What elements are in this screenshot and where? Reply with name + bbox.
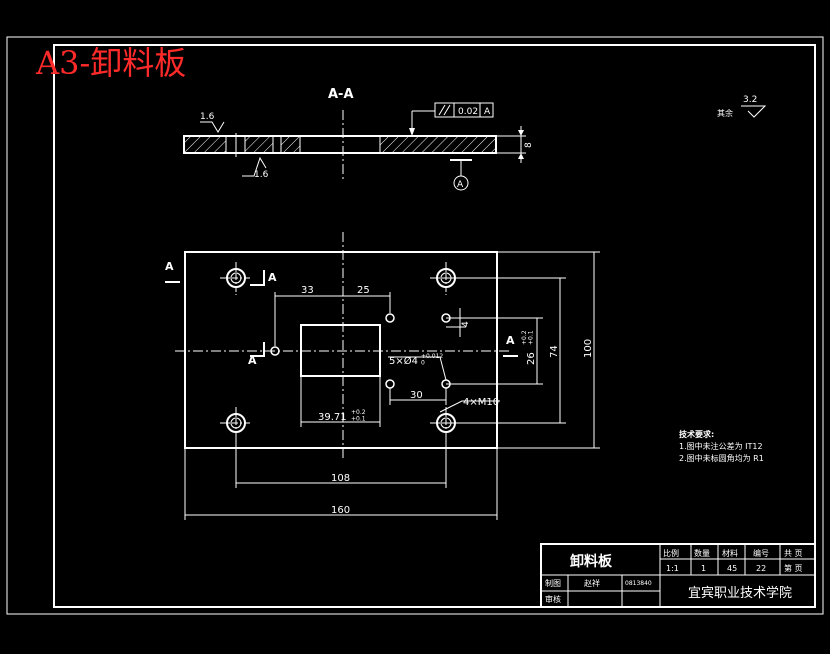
- roughness-note: 其余 3.2: [717, 95, 767, 118]
- dim-4: 4: [461, 321, 471, 327]
- section-mark-cut1: A: [268, 271, 277, 284]
- drawn-label: 制图: [545, 578, 561, 588]
- flatness-frame: [434, 102, 494, 118]
- dim-30: 30: [410, 390, 423, 401]
- roughness-symbol-icon: [741, 105, 767, 118]
- pin-hole: [270, 346, 280, 356]
- dim-thickness: 8: [524, 142, 534, 148]
- dim-25: 25: [357, 285, 370, 296]
- dim-108: 108: [331, 473, 350, 484]
- institution: 宜宾职业技术学院: [688, 585, 792, 601]
- pin-hole: [385, 313, 395, 323]
- flatness-icon: [438, 104, 446, 116]
- tb-value: 22: [756, 564, 766, 573]
- section-title: A-A: [328, 87, 354, 102]
- drawn-id: 0813840: [625, 580, 652, 587]
- tech-note-item: 1.图中未注公差为 IT12: [679, 441, 763, 451]
- tb-value: 第 页: [784, 563, 803, 573]
- flatness-datum: A: [484, 107, 491, 117]
- section-hatch-3: [281, 137, 300, 152]
- section-hatch-4: [380, 137, 495, 152]
- tb-value: 45: [727, 564, 737, 573]
- sheet-title: A3-卸料板: [35, 44, 186, 82]
- dim-holes: 5×Ø4: [389, 355, 418, 367]
- plan-view: A A A A: [165, 232, 600, 520]
- section-view: A-A: [183, 87, 534, 191]
- drawn-name: 赵祥: [584, 578, 600, 588]
- section-mark-cut2: A: [248, 354, 257, 367]
- dim-33: 33: [301, 285, 314, 296]
- section-hatch-2: [245, 137, 273, 152]
- datum-circle: [453, 175, 469, 191]
- dim-thread: 4×M10: [463, 397, 499, 408]
- section-hatch-1: [185, 137, 226, 152]
- tb-header: 共 页: [784, 549, 803, 558]
- dim-74: 74: [549, 345, 560, 358]
- flatness-tolerance: 0.02: [458, 107, 478, 117]
- roughness-note-value: 3.2: [743, 95, 757, 105]
- part-name: 卸料板: [570, 553, 613, 570]
- dim-100: 100: [583, 339, 594, 358]
- tb-value: 1:1: [666, 564, 679, 573]
- plate-outline: [184, 251, 498, 449]
- roughness-note-prefix: 其余: [717, 108, 733, 118]
- dim-160: 160: [331, 505, 350, 516]
- tb-header: 编号: [753, 548, 769, 558]
- roughness-bottom: 1.6: [254, 170, 269, 180]
- section-mark-left: A: [165, 260, 174, 273]
- outer-frame: [6, 36, 824, 615]
- tb-header: 材料: [722, 548, 738, 558]
- dim-39-tol: +0.2+0.1: [351, 409, 366, 423]
- inner-frame: [53, 44, 816, 608]
- corner-hole: [226, 268, 246, 288]
- tech-notes-heading: 技术要求:: [679, 429, 714, 439]
- tb-header: 比例: [663, 548, 679, 558]
- tb-header: 数量: [694, 548, 710, 558]
- dim-26-tol: +0.2+0.1: [521, 330, 535, 345]
- section-outline: [183, 135, 497, 154]
- datum-label: A: [457, 180, 464, 190]
- title-block: 卸料板 比例 数量 材料 编号 共 页 1:1 1 45 22 第 页 制图 赵…: [540, 543, 816, 608]
- tech-notes: 技术要求: 1.图中未注公差为 IT12 2.图中未标圆角均为 R1: [679, 429, 764, 463]
- section-mark-right: A: [506, 334, 515, 347]
- dim-39: 39.71: [318, 412, 347, 423]
- roughness-top: 1.6: [200, 112, 215, 122]
- dim-26: 26: [526, 352, 537, 365]
- tech-note-item: 2.图中未标圆角均为 R1: [679, 453, 764, 463]
- pin-hole: [385, 379, 395, 389]
- review-label: 审核: [545, 594, 561, 604]
- tb-value: 1: [701, 564, 706, 573]
